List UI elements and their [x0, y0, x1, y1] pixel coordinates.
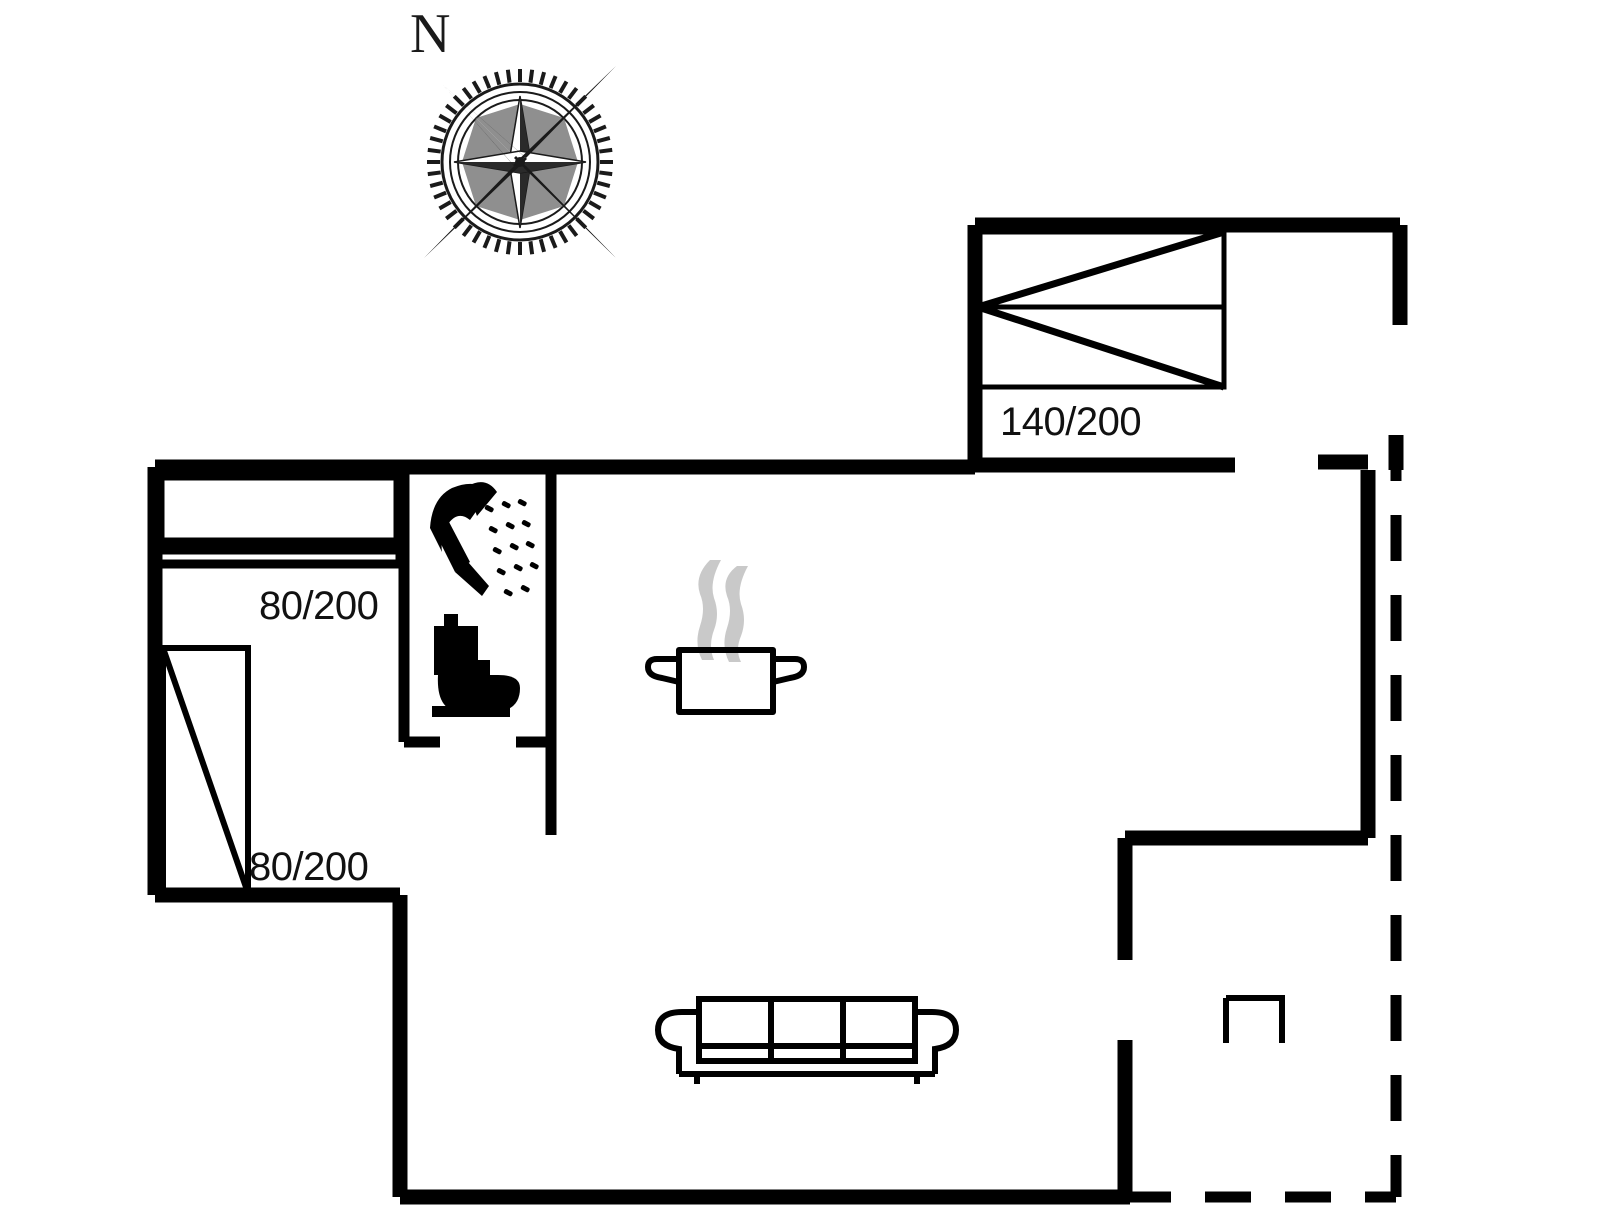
bed-dimension-label-140-200: 140/200: [1000, 400, 1142, 444]
compass-rose-icon: [424, 66, 616, 258]
bed-dimension-label-80-200-top: 80/200: [259, 584, 379, 628]
shower-head-icon: [430, 482, 539, 597]
toilet-icon: [432, 614, 520, 717]
single-bed-icon-bottom: [160, 645, 251, 896]
steam-icon: [697, 560, 748, 662]
compass-north-letter: N: [410, 3, 451, 65]
walls-structural: [147, 217, 1408, 1205]
terrace-outline: [1125, 435, 1402, 1203]
single-bed-icon-top: [153, 471, 405, 569]
walls-partition: [398, 474, 557, 835]
cooking-pot-icon: [645, 560, 807, 715]
bed-dimension-label-80-200-bottom: 80/200: [249, 845, 369, 889]
double-bed-icon: [975, 228, 1227, 391]
table-icon: [1223, 995, 1285, 1043]
sofa-icon: [654, 996, 960, 1084]
